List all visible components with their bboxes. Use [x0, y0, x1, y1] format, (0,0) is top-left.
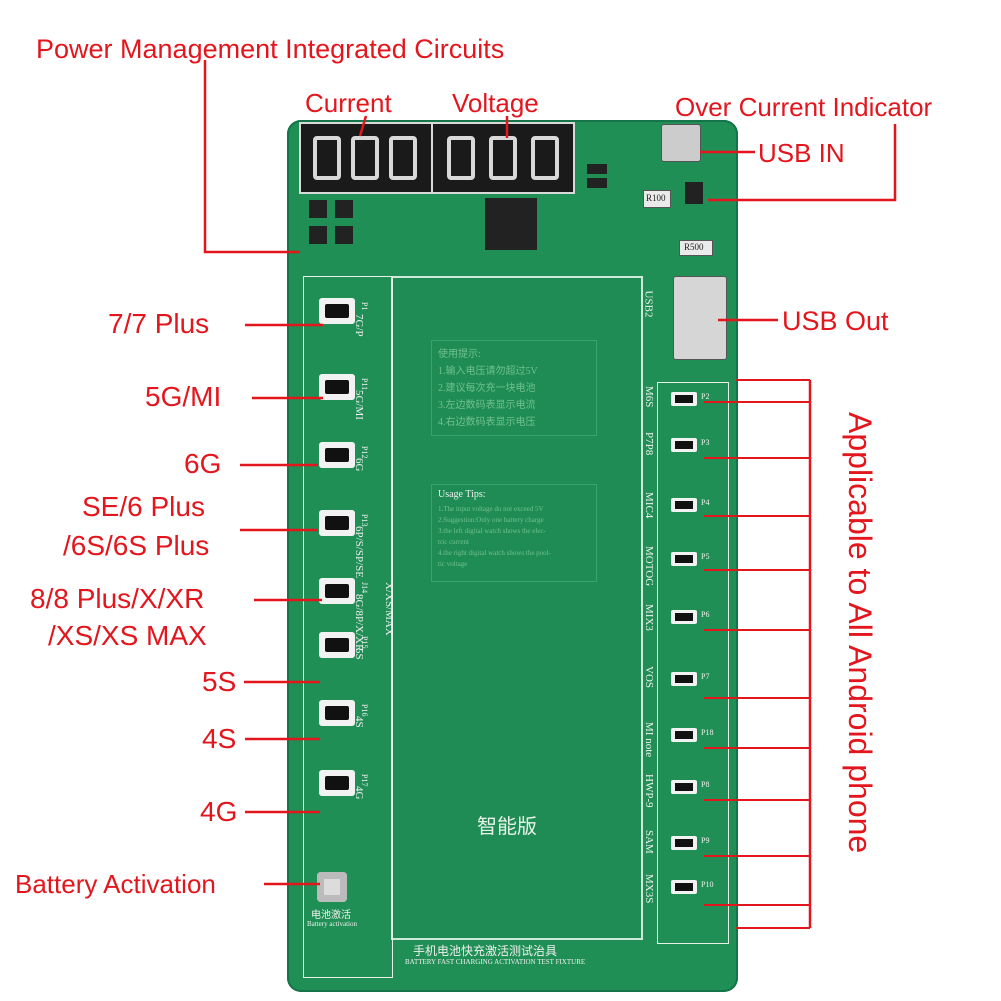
- label-8-1: 8/8 Plus/X/XR: [30, 583, 205, 614]
- label-8-2: /XS/XS MAX: [48, 620, 207, 651]
- usage-tip-line: 4.the right digital watch shows the pool…: [438, 549, 551, 557]
- right-port-label: P2: [701, 392, 710, 401]
- activate-cn-text: 电池激活: [311, 910, 351, 921]
- usb-in-port: [661, 124, 701, 162]
- battery-activation-button: [317, 872, 347, 902]
- cn-tip-line: 4.右边数码表显示电压: [438, 417, 536, 428]
- right-connector-6: [671, 672, 697, 686]
- label-se-1: SE/6 Plus: [82, 491, 205, 522]
- right-port-label: P18: [701, 728, 714, 737]
- cn-tip-line: 2.建议每次充一块电池: [438, 383, 536, 394]
- label-77plus: 7/7 Plus: [108, 308, 210, 339]
- regulator: [685, 182, 703, 204]
- right-connector-2: [671, 438, 697, 452]
- label-6g: 6G: [184, 448, 222, 479]
- left-column: [303, 276, 393, 978]
- left-connector-7: [319, 700, 355, 726]
- right-port-label: P7: [701, 672, 710, 681]
- right-connector-5: [671, 610, 697, 624]
- usage-tip-line: 3.the left digital watch shows the elec-: [438, 527, 546, 535]
- cn-tip-line: 3.左边数码表显示电流: [438, 400, 536, 411]
- label-battery-activation: Battery Activation: [15, 869, 216, 899]
- usage-tip-line: 2.Suggestion:Only one battery charge: [438, 516, 544, 524]
- resistor-r500: R500: [679, 240, 713, 256]
- label-android: Applicable to All Android phone: [842, 412, 878, 854]
- label-over-current: Over Current Indicator: [675, 92, 933, 122]
- right-port-label: P10: [701, 880, 714, 889]
- left-connector-3: [319, 442, 355, 468]
- label-pmic: Power Management Integrated Circuits: [36, 34, 505, 64]
- label-se-2: /6S/6S Plus: [63, 530, 210, 561]
- bottom-title-cn: 手机电池快充激活测试治具: [413, 944, 558, 958]
- right-port-label: P9: [701, 836, 710, 845]
- left-connector-6: [319, 632, 355, 658]
- cn-tip-line: 使用提示:: [438, 349, 481, 360]
- right-connector-3: [671, 498, 697, 512]
- label-usb-out: USB Out: [782, 306, 889, 336]
- pmic-line: [203, 60, 300, 254]
- right-connector-9: [671, 836, 697, 850]
- label-voltage: Voltage: [452, 88, 539, 118]
- current-display: [299, 122, 433, 194]
- right-port-label: P4: [701, 498, 710, 507]
- left-connector-8: [319, 770, 355, 796]
- left-connector-1: [319, 298, 355, 324]
- usage-tips-box: Usage Tips: 1.The input voltage do not e…: [431, 484, 597, 582]
- diode-d3: [587, 164, 607, 174]
- right-port-label: P3: [701, 438, 710, 447]
- transistor-q1: [309, 200, 327, 218]
- usage-tip-line: tic voltage: [438, 560, 468, 568]
- right-connector-1: [671, 392, 697, 406]
- right-port-label: P8: [701, 780, 710, 789]
- transistor-q3: [309, 226, 327, 244]
- right-connector-7: [671, 728, 697, 742]
- activate-en-text: Battery activation: [307, 920, 357, 928]
- center-panel: 使用提示: 1.输入电压请勿超过5V 2.建议每次充一块电池 3.左边数码表显示电流 4…: [391, 276, 643, 940]
- left-connector-5: [319, 578, 355, 604]
- label-4s: 4S: [202, 723, 237, 754]
- mcu-chip: [485, 198, 537, 250]
- usage-tip-line: tric current: [438, 538, 469, 546]
- usb-out-port: [673, 276, 727, 360]
- chip-edition-text: 智能版: [477, 816, 537, 838]
- right-connector-10: [671, 880, 697, 894]
- usage-tips-title: Usage Tips:: [438, 489, 486, 500]
- label-5gmi: 5G/MI: [145, 381, 222, 412]
- right-connector-8: [671, 780, 697, 794]
- voltage-display: [431, 122, 575, 194]
- current-line: [358, 115, 368, 137]
- cn-tips-box: 使用提示: 1.输入电压请勿超过5V 2.建议每次充一块电池 3.左边数码表显示电流 4…: [431, 340, 597, 436]
- right-column: [657, 382, 729, 944]
- label-current: Current: [305, 88, 392, 118]
- bottom-title-en: BATTERY FAST CHARGING ACTIVATION TEST FI…: [405, 958, 586, 966]
- usage-tip-line: 1.The input voltage do not exceed 5V: [438, 505, 544, 513]
- transistor-q2: [335, 200, 353, 218]
- over-current-line: [708, 124, 897, 202]
- left-connector-2: [319, 374, 355, 400]
- label-usb-in: USB IN: [758, 138, 845, 168]
- label-5s: 5S: [202, 666, 237, 697]
- label-4g: 4G: [200, 796, 238, 827]
- right-port-label: P5: [701, 552, 710, 561]
- resistor-r100: R100: [643, 190, 671, 208]
- diode-d1: [587, 178, 607, 188]
- right-connector-4: [671, 552, 697, 566]
- right-port-label: P6: [701, 610, 710, 619]
- cn-tip-line: 1.输入电压请勿超过5V: [438, 366, 538, 377]
- transistor-q4: [335, 226, 353, 244]
- left-connector-4: [319, 510, 355, 536]
